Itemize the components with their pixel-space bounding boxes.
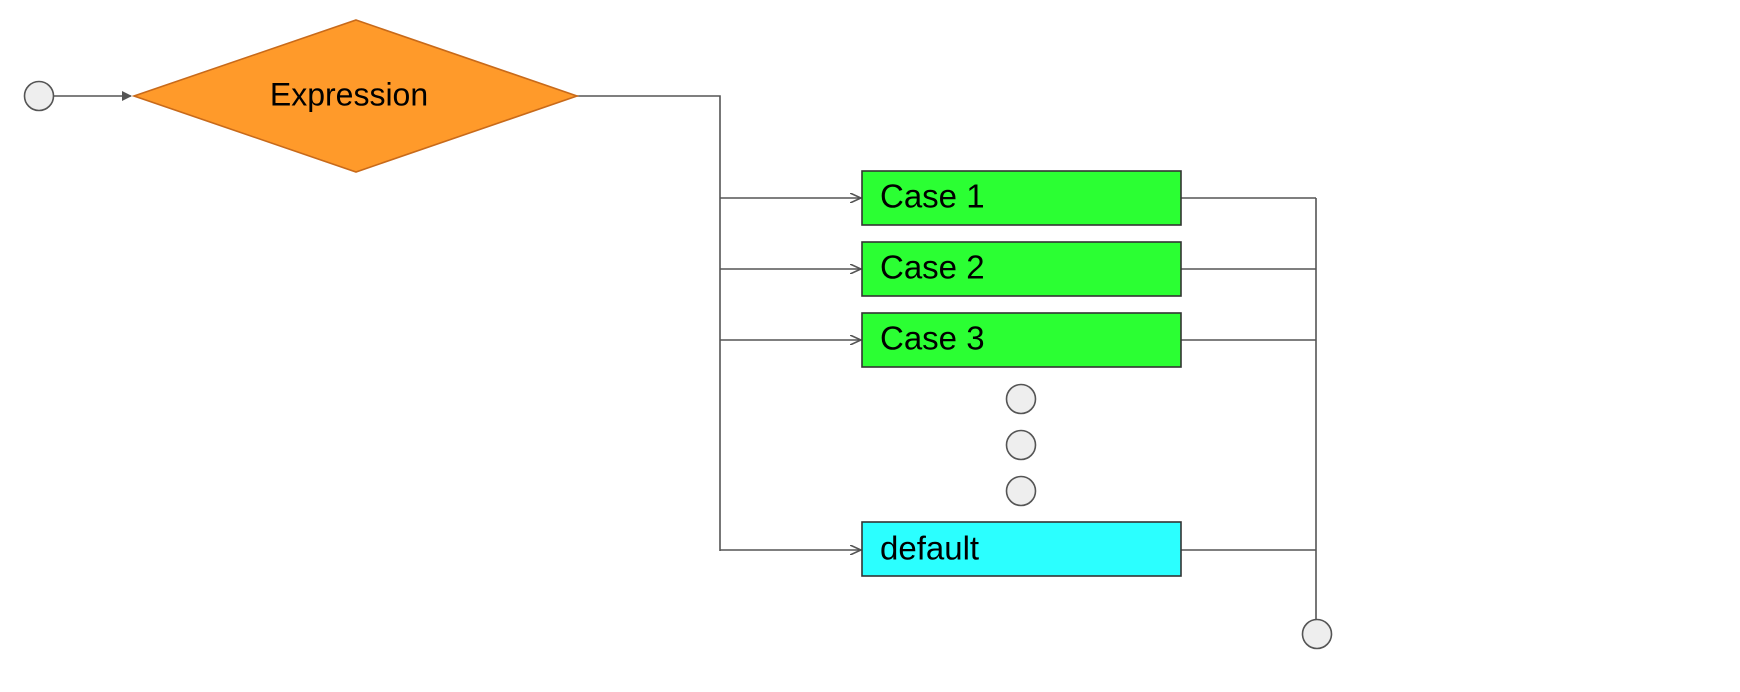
default-label: default bbox=[880, 530, 979, 567]
decision-output-connector bbox=[577, 95, 721, 551]
decision-label: Expression bbox=[270, 76, 428, 112]
ellipsis-dot bbox=[1005, 429, 1037, 461]
ellipsis-dots bbox=[1005, 383, 1037, 507]
case-label: Case 2 bbox=[880, 249, 985, 286]
case-box bbox=[861, 241, 1182, 297]
default-box bbox=[861, 521, 1182, 577]
case-node-1: Case 1 bbox=[861, 170, 1182, 226]
case-node-2: Case 2 bbox=[861, 241, 1182, 297]
default-node: default bbox=[861, 521, 1182, 577]
connectors bbox=[53, 91, 1317, 619]
case-label: Case 1 bbox=[880, 178, 985, 215]
decision-node: Expression bbox=[131, 19, 580, 173]
case-box bbox=[861, 170, 1182, 226]
case-node-3: Case 3 bbox=[861, 312, 1182, 368]
case-box bbox=[861, 312, 1182, 368]
ellipsis-dot bbox=[1005, 383, 1037, 415]
start-terminal bbox=[23, 80, 55, 112]
decision-diamond bbox=[131, 19, 580, 173]
ellipsis-dot bbox=[1005, 475, 1037, 507]
end-terminal bbox=[1301, 618, 1333, 650]
case-label: Case 3 bbox=[880, 320, 985, 357]
